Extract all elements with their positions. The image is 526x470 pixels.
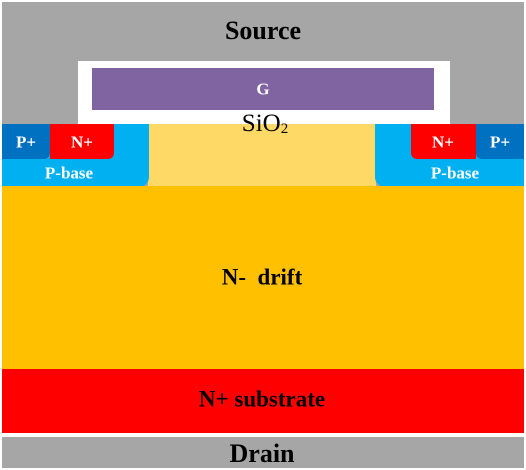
gate-electrode: [92, 68, 434, 110]
gate-label: G: [256, 79, 270, 99]
n-plus-substrate-layer: [2, 369, 524, 433]
oxide-label-subscript: 2: [280, 121, 289, 137]
n-plus-left-label: N+: [71, 132, 93, 152]
p-plus-right-label: P+: [489, 132, 511, 152]
p-base-left-label: P-base: [44, 163, 94, 183]
p-plus-left: [2, 124, 50, 159]
substrate-label: N+ substrate: [198, 386, 326, 412]
n-drift-layer: [2, 186, 524, 369]
jfet-region: [148, 124, 376, 188]
oxide-label: SiO2: [242, 111, 288, 137]
source-label: Source: [224, 16, 302, 45]
drain-label: Drain: [229, 439, 295, 468]
n-plus-left: [50, 124, 114, 159]
drain-metal-layer: [2, 437, 524, 468]
p-plus-right: [476, 124, 524, 159]
oxide-label-main: SiO: [241, 110, 281, 137]
p-plus-left-label: P+: [15, 132, 37, 152]
drift-label: N- drift: [221, 264, 303, 290]
n-plus-right: [411, 124, 476, 159]
n-plus-right-label: N+: [432, 132, 454, 152]
p-base-right-label: P-base: [430, 163, 480, 183]
